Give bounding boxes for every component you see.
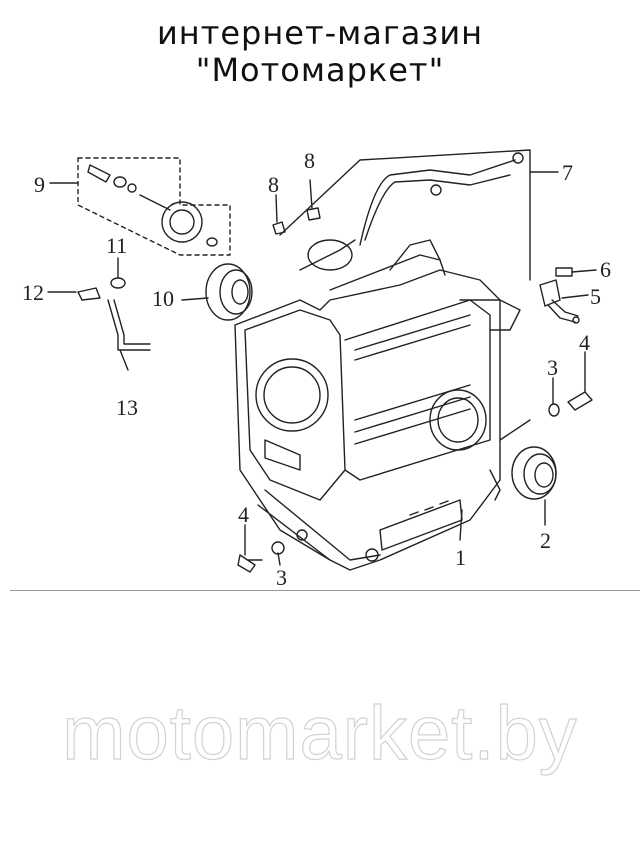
callout-11: 11 bbox=[106, 233, 127, 258]
callout-6: 6 bbox=[600, 257, 611, 282]
callout-8-right: 8 bbox=[304, 148, 315, 173]
callout-12: 12 bbox=[22, 280, 44, 305]
callout-3-upper: 3 bbox=[547, 355, 558, 380]
shop-tagline: интернет-магазин bbox=[156, 14, 484, 52]
oil-level-switch bbox=[539, 279, 580, 324]
bearing bbox=[205, 263, 253, 321]
wire-harness bbox=[279, 149, 531, 281]
callout-13: 13 bbox=[116, 395, 138, 420]
callout-5: 5 bbox=[590, 284, 601, 309]
crankcase-body bbox=[234, 239, 521, 571]
bolts-8 bbox=[272, 207, 321, 235]
callout-10: 10 bbox=[152, 286, 174, 311]
bolts bbox=[237, 391, 593, 573]
watermark: motomarket.by bbox=[62, 690, 578, 776]
crankcase-exploded-diagram: 1 2 3 3 4 4 5 6 7 8 8 9 10 11 12 13 bbox=[22, 148, 611, 590]
washer-11 bbox=[110, 277, 126, 289]
bolt-6 bbox=[555, 267, 573, 277]
clip-12 bbox=[77, 287, 101, 301]
callout-7: 7 bbox=[562, 160, 573, 185]
governor-arm bbox=[107, 299, 151, 351]
callout-4-upper: 4 bbox=[579, 330, 590, 355]
callout-2: 2 bbox=[540, 528, 551, 553]
divider-line bbox=[10, 590, 640, 591]
shop-header: интернет-магазин "Мотомаркет" bbox=[0, 14, 640, 88]
callout-4-lower: 4 bbox=[238, 502, 249, 527]
oil-seal bbox=[511, 446, 557, 500]
callout-1: 1 bbox=[455, 545, 466, 570]
callout-8-left: 8 bbox=[268, 172, 279, 197]
shop-name: "Мотомаркет" bbox=[195, 51, 445, 89]
governor-assembly bbox=[77, 157, 231, 256]
callout-9: 9 bbox=[34, 172, 45, 197]
callout-3-lower: 3 bbox=[276, 565, 287, 590]
